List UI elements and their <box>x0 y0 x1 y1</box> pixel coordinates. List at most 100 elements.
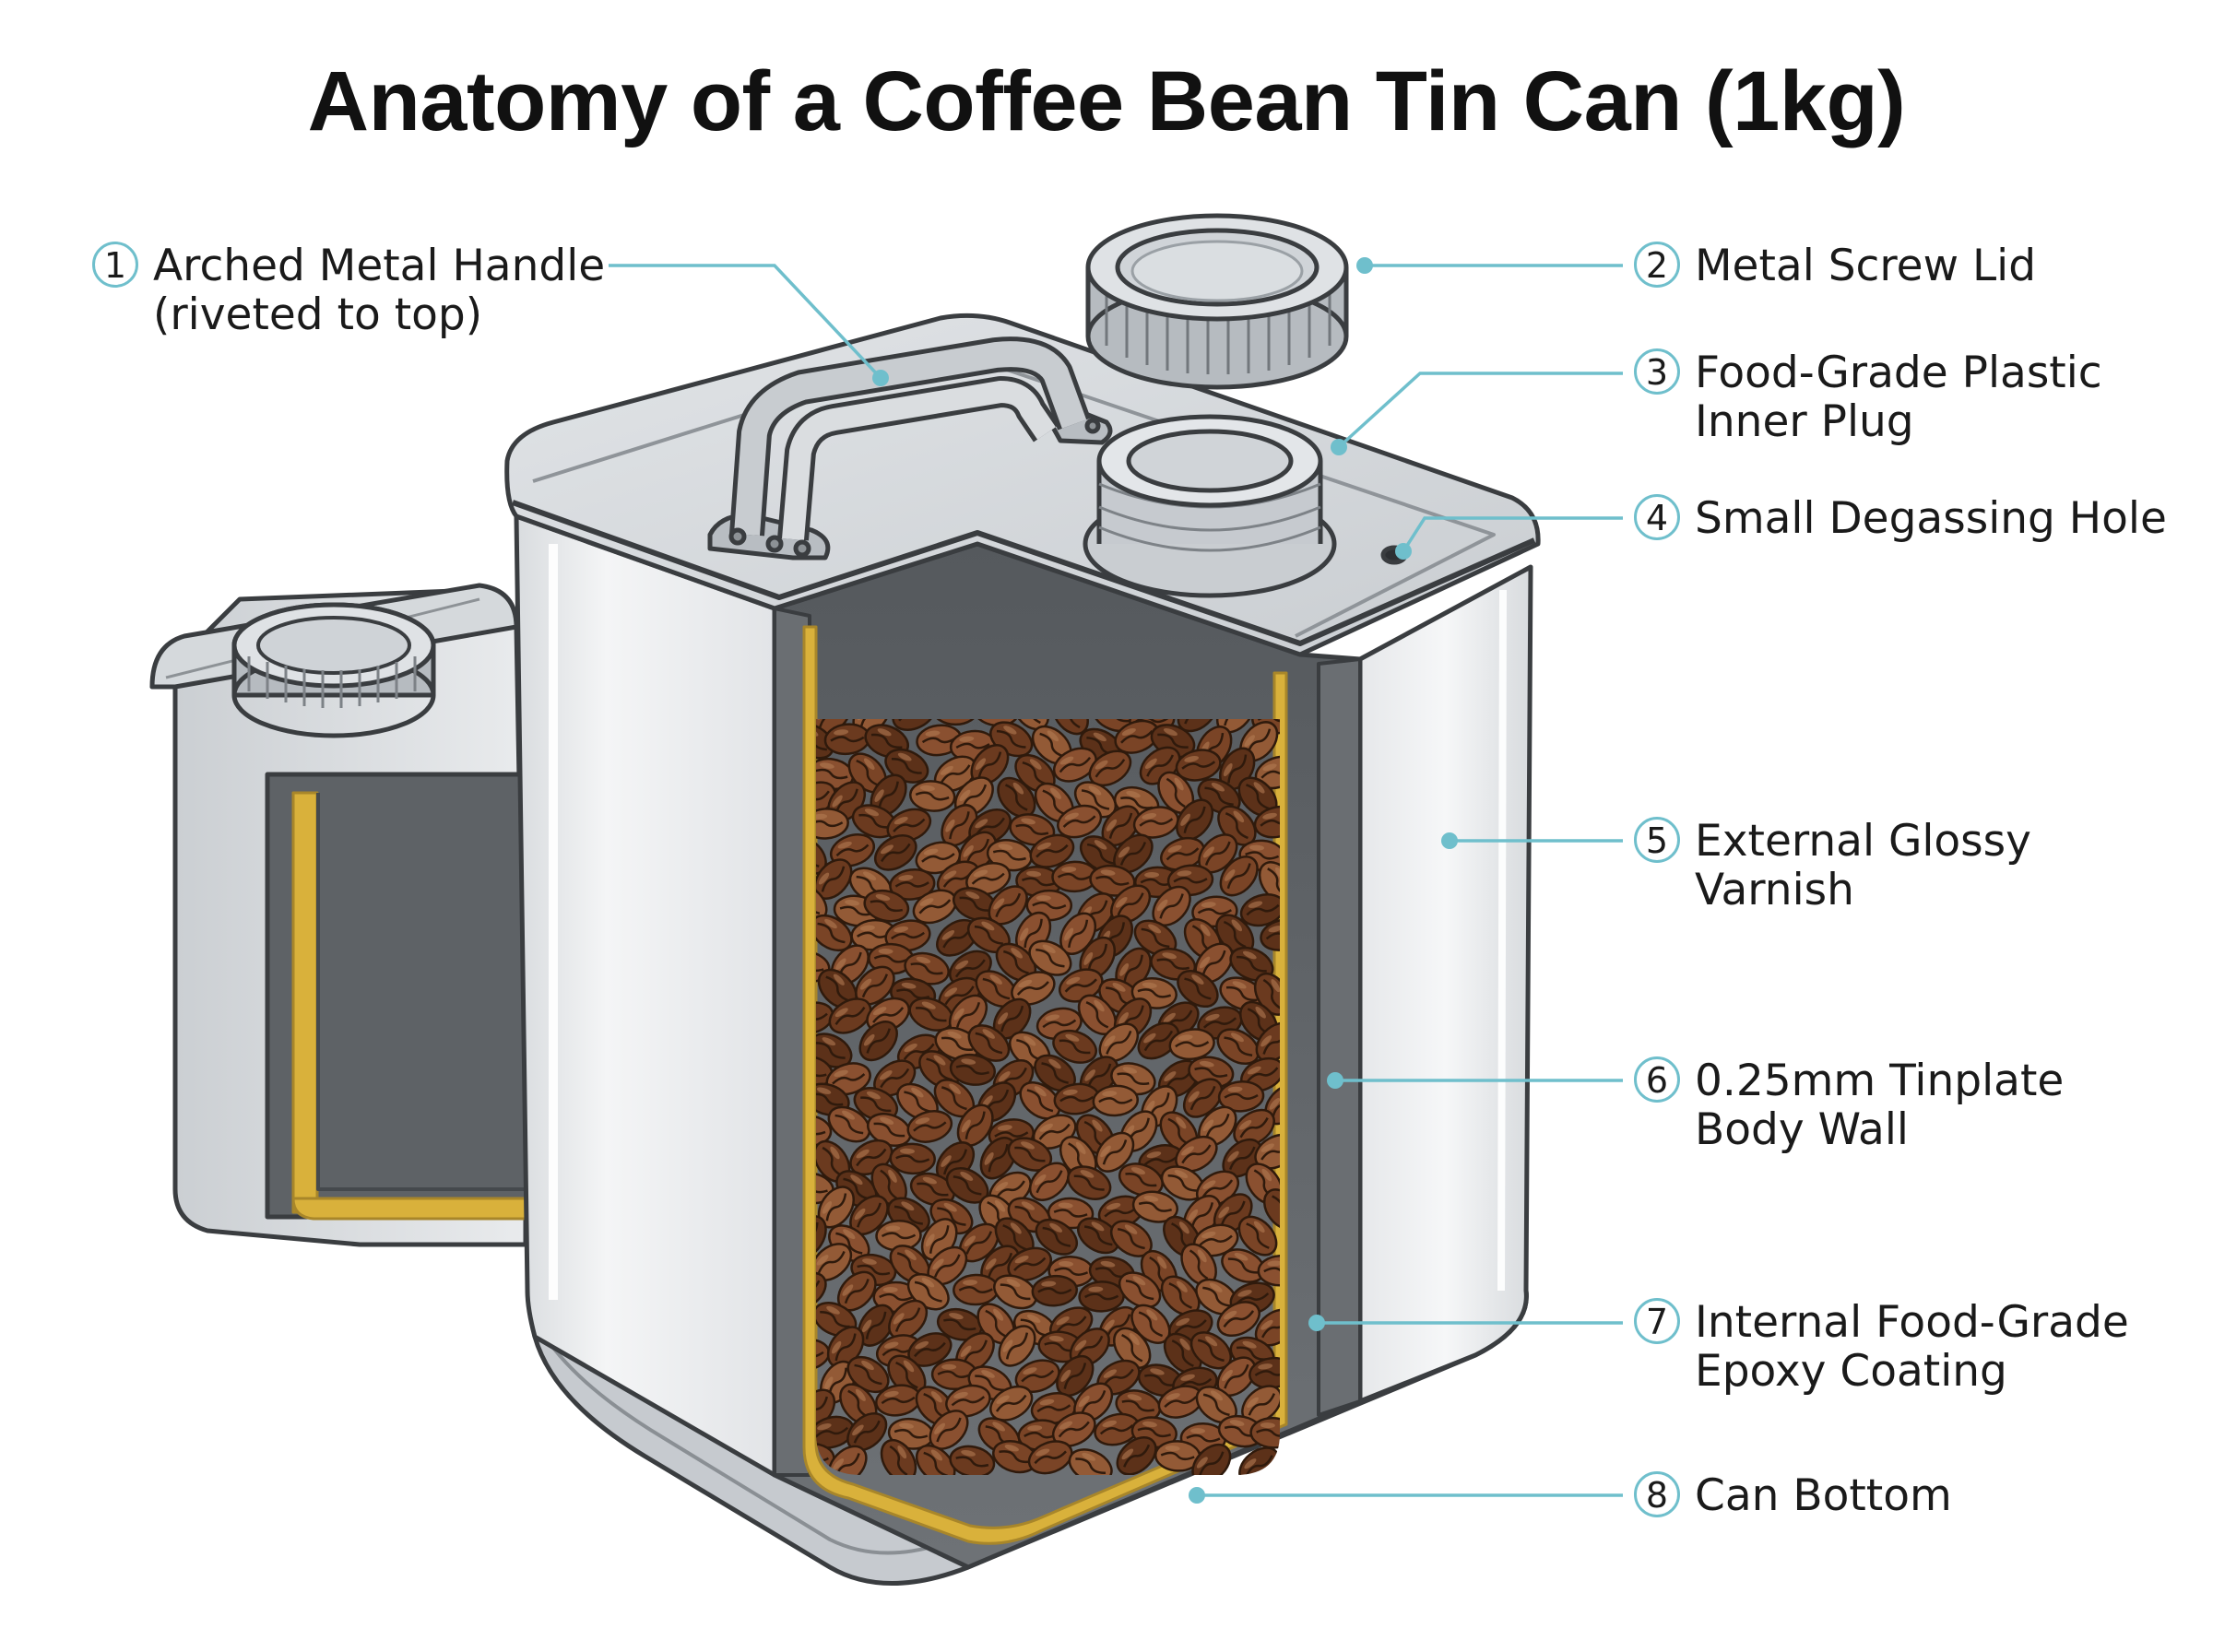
coffee-bean-icon <box>993 1274 1038 1310</box>
callout-anchor-dots <box>872 257 1458 1504</box>
coffee-bean-icon <box>1253 972 1280 1016</box>
callout-number: 6 <box>1634 1056 1680 1103</box>
coffee-bean-icon <box>1176 798 1214 841</box>
callout-text: Body Wall <box>1695 1104 1909 1155</box>
coffee-bean-icon <box>1095 1131 1135 1173</box>
coffee-bean-icon <box>857 1304 895 1347</box>
callout-number: 4 <box>1634 494 1680 540</box>
epoxy-coating <box>802 625 1288 1545</box>
coffee-bean-icon <box>846 1355 890 1394</box>
coffee-bean-icon <box>956 1103 994 1147</box>
coffee-bean-icon <box>965 862 1012 896</box>
coffee-bean-icon <box>912 889 957 925</box>
coffee-bean-icon <box>1254 1133 1280 1170</box>
coffee-bean-icon <box>908 997 954 1032</box>
coffee-bean-icon <box>1152 885 1191 926</box>
callout-text: Metal Screw Lid <box>1695 241 2037 291</box>
coffee-bean-icon <box>949 1445 996 1475</box>
coffee-bean-icon <box>816 858 853 900</box>
coffee-bean-icon <box>816 808 849 840</box>
coffee-bean-icon <box>1154 1440 1201 1472</box>
coffee-bean-icon <box>1229 946 1274 982</box>
coffee-bean-icon <box>949 1053 996 1086</box>
callout-text: External Glossy <box>1695 816 2031 867</box>
coffee-bean-icon <box>1159 1111 1199 1153</box>
coffee-bean-icon <box>1233 1108 1275 1147</box>
coffee-bean-icon <box>970 744 1010 785</box>
coffee-bean-icon <box>1216 1028 1260 1066</box>
coffee-bean-icon <box>909 780 956 812</box>
coffee-bean-icon <box>1007 1246 1052 1281</box>
coffee-bean-icon <box>967 1024 1011 1062</box>
coffee-bean-icon <box>1077 1217 1120 1255</box>
coffee-bean-icon <box>1027 1440 1073 1475</box>
coffee-bean-icon <box>1255 1021 1280 1063</box>
coffee-bean-icon <box>1182 1078 1224 1118</box>
coffee-bean-icon <box>1028 939 1072 976</box>
coffee-bean-icon <box>1118 1162 1164 1197</box>
coffee-bean-icon <box>945 1167 989 1204</box>
coffee-bean-icon <box>816 723 834 760</box>
callout-text: Arched Metal Handle <box>153 241 606 291</box>
coffee-bean-icon <box>858 1021 898 1062</box>
coffee-bean-icon <box>1031 1274 1079 1307</box>
coffee-bean-icon <box>836 1270 877 1312</box>
coffee-bean-icon <box>1262 1188 1280 1231</box>
coffee-bean-icon <box>953 887 998 922</box>
callout-text: 0.25mm Tinplate <box>1695 1056 2065 1106</box>
coffee-bean-icon <box>1052 1029 1097 1064</box>
coffee-bean-icon <box>1132 806 1179 839</box>
coffee-bean-icon <box>1168 1028 1215 1061</box>
coffee-bean-icon <box>829 833 876 867</box>
coffee-bean-icon <box>909 1172 955 1207</box>
arched-handle-icon <box>707 336 1113 560</box>
coffee-bean-icon <box>907 1332 953 1367</box>
coffee-bean-icon <box>816 1139 851 1183</box>
coffee-bean-icon <box>1239 893 1280 927</box>
coffee-bean-icon <box>888 1299 929 1340</box>
coffee-beans <box>816 719 1280 1475</box>
coffee-bean-icon <box>1217 1080 1265 1113</box>
coffee-bean-icon <box>863 889 910 923</box>
coffee-bean-icon <box>997 776 1036 819</box>
coffee-bean-icon <box>1101 805 1141 847</box>
coffee-bean-icon <box>1191 1443 1232 1475</box>
coffee-bean-icon <box>1253 805 1280 839</box>
coffee-bean-icon <box>1011 971 1056 1006</box>
coffee-bean-icon <box>816 1271 827 1310</box>
coffee-bean-icon <box>823 723 871 756</box>
coffee-bean-icon <box>896 1082 939 1121</box>
coffee-bean-icon <box>1260 918 1280 951</box>
coffee-bean-icon <box>889 1142 936 1175</box>
coffee-bean-icon <box>989 1385 1034 1422</box>
coffee-bean-icon <box>1177 969 1219 1009</box>
coffee-bean-icon <box>945 1384 991 1418</box>
coffee-bean-icon <box>1029 833 1075 868</box>
coffee-bean-icon <box>1057 804 1103 839</box>
coffee-bean-icon <box>1257 1254 1280 1287</box>
coffee-bean-icon <box>1195 1278 1238 1316</box>
coffee-bean-icon <box>1195 1386 1237 1424</box>
coffee-bean-icon <box>1035 1218 1078 1256</box>
screw-lid-icon <box>1085 213 1349 390</box>
coffee-bean-icon <box>995 942 1037 982</box>
callout-number: 5 <box>1634 817 1680 863</box>
coffee-bean-icon <box>855 965 895 1006</box>
coffee-bean-icon <box>1137 1363 1184 1398</box>
coffee-bean-icon <box>979 1137 1017 1180</box>
coffee-bean-icon <box>1051 860 1098 893</box>
small-coffee-tin-icon <box>149 583 530 1247</box>
callout-text: Food-Grade Plastic <box>1695 348 2102 398</box>
coffee-bean-icon <box>1067 1165 1112 1200</box>
coffee-bean-icon <box>816 1215 827 1258</box>
coffee-bean-icon <box>1133 919 1178 957</box>
callout-number: 1 <box>92 242 138 288</box>
coffee-bean-icon <box>1077 994 1117 1035</box>
leader-3 <box>1337 372 1623 449</box>
coffee-bean-icon <box>1078 1280 1125 1313</box>
coffee-bean-icon <box>1137 1021 1180 1060</box>
coffee-bean-icon <box>1051 1411 1096 1447</box>
coffee-bean-icon <box>1160 1165 1205 1201</box>
coffee-bean-icon <box>874 834 917 871</box>
